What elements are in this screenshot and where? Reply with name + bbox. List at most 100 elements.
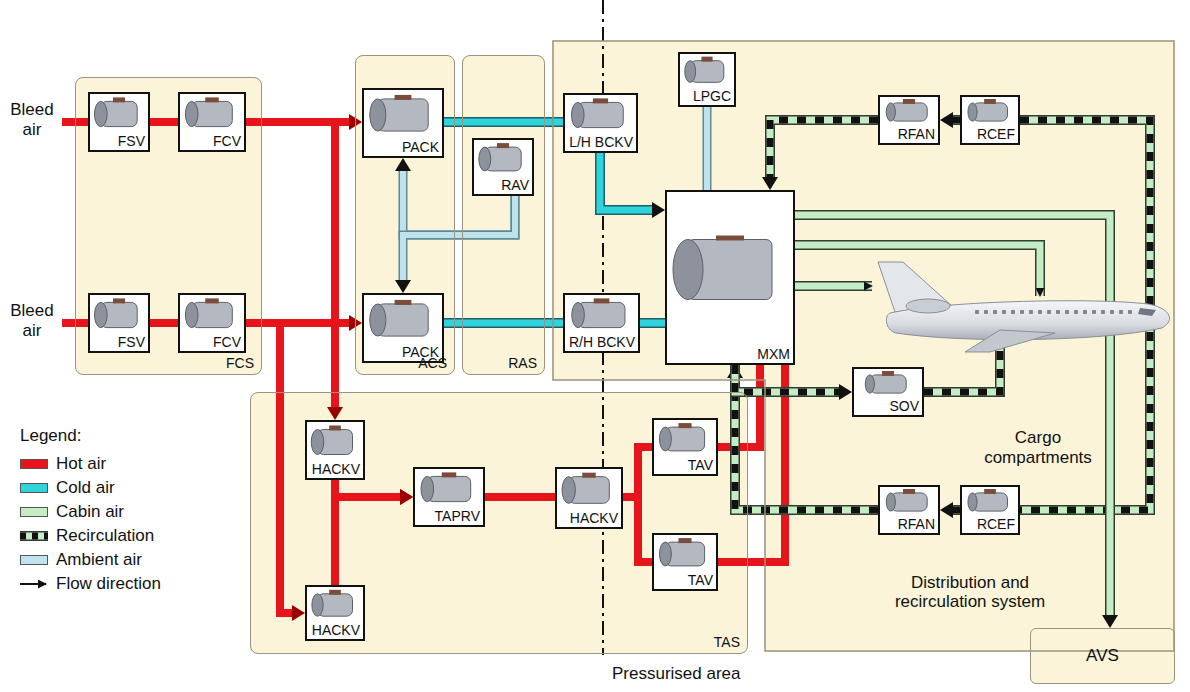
component-box: PACK (362, 293, 444, 363)
legend: Hot airCold airCabin airRecirculationAmb… (20, 452, 161, 596)
duct-connector (246, 122, 343, 420)
duct-connector (707, 107, 708, 190)
system-region: FCSFSVFCVFSVFCV (75, 77, 262, 375)
component-icon (883, 99, 935, 125)
system-region: Distribution and recirculation systemL/H… (552, 40, 1175, 652)
legend-swatch (20, 483, 48, 493)
component-icon (310, 589, 360, 621)
component-label: TAV (688, 572, 713, 588)
component-label: MXM (757, 346, 790, 362)
system-region: TAS HACKV HACKV TAPRV HACKV TAV TAV (250, 392, 748, 654)
legend-row: Cold air (20, 476, 161, 500)
component-icon (367, 297, 439, 343)
component-label: PACK (402, 344, 439, 360)
duct-connector (795, 215, 1118, 628)
area-label: Cargo compartments (978, 428, 1098, 467)
component-label: HACKV (312, 461, 360, 477)
component-box: FSV (88, 92, 150, 152)
duct-connector (600, 153, 665, 218)
component-icon (568, 297, 635, 333)
component-box: RFAN (878, 95, 940, 145)
component-icon (367, 92, 439, 138)
region-label: RAS (508, 355, 537, 371)
duct-connector (623, 447, 652, 497)
component-icon (670, 194, 790, 345)
legend-row: Hot air (20, 452, 161, 476)
component-label: FSV (118, 133, 145, 149)
duct-connector (623, 497, 652, 562)
component-box: SOV (852, 367, 924, 417)
legend-swatch (20, 507, 48, 517)
legend-row: Flow direction (20, 572, 161, 596)
system-region: ACSPACKPACK (355, 55, 455, 375)
legend-swatch (20, 459, 48, 469)
component-box: L/H BCKV (563, 93, 638, 153)
component-box: TAPRV (413, 467, 485, 527)
component-label: RCEF (977, 126, 1015, 142)
component-box: HACKV (305, 585, 365, 641)
component-icon (418, 471, 480, 507)
legend-row: Recirculation (20, 524, 161, 548)
component-box: FSV (88, 293, 150, 353)
duct-connector (735, 365, 852, 400)
component-icon (657, 537, 713, 571)
component-label: FCV (213, 334, 241, 350)
system-region: RAS RAV (462, 55, 545, 375)
duct-connector (335, 489, 413, 585)
component-label: R/H BCKV (569, 334, 635, 350)
component-box: FCV (178, 293, 246, 353)
component-label: LPGC (693, 88, 731, 104)
source-label: Bleed air (4, 100, 60, 139)
component-label: SOV (889, 398, 919, 414)
legend-row: Ambient air (20, 548, 161, 572)
component-icon (857, 371, 919, 397)
component-label: FSV (118, 334, 145, 350)
component-icon (568, 97, 633, 133)
legend-label: Cold air (56, 478, 115, 498)
duct-connector (150, 323, 178, 324)
legend-row: Cabin air (20, 500, 161, 524)
component-icon (183, 297, 241, 333)
source-label: Bleed air (4, 301, 60, 340)
component-box: LPGC (678, 52, 736, 107)
legend-heading: Legend: (20, 426, 140, 446)
duct-connector (335, 480, 413, 505)
component-label: PACK (402, 139, 439, 155)
component-icon (657, 422, 713, 456)
component-box: FCV (178, 92, 246, 152)
region-label: AVS (1086, 646, 1119, 666)
component-icon (560, 471, 618, 509)
legend-label: Recirculation (56, 526, 154, 546)
component-box: HACKV (555, 467, 623, 529)
component-label: L/H BCKV (569, 134, 633, 150)
component-icon (965, 99, 1015, 125)
component-box: RAV (472, 138, 534, 196)
component-icon (683, 56, 731, 87)
component-box: TAV (652, 533, 718, 591)
duct-connector (940, 502, 960, 518)
component-icon (93, 297, 145, 333)
component-icon (477, 142, 529, 176)
legend-label: Ambient air (56, 550, 142, 570)
component-box: PACK (362, 88, 444, 158)
legend-label: Cabin air (56, 502, 124, 522)
component-box: RCEF (960, 485, 1020, 535)
component-icon (93, 96, 145, 132)
component-box: HACKV (305, 420, 365, 480)
duct-connector (485, 497, 555, 498)
component-label: RAV (501, 177, 529, 193)
component-label: HACKV (312, 622, 360, 638)
component-label: RFAN (898, 126, 935, 142)
component-box: RCEF (960, 95, 1020, 145)
component-icon (965, 489, 1015, 515)
component-icon (883, 489, 935, 515)
region-label: TAS (714, 634, 740, 650)
duct-connector (762, 120, 878, 190)
legend-sample (20, 536, 48, 584)
duct-connector (246, 323, 305, 621)
duct-connector (395, 196, 515, 293)
component-label: RCEF (977, 516, 1015, 532)
component-label: TAV (688, 457, 713, 473)
boundary-label: Pressurised area (612, 664, 782, 684)
duct-connector (640, 323, 665, 324)
